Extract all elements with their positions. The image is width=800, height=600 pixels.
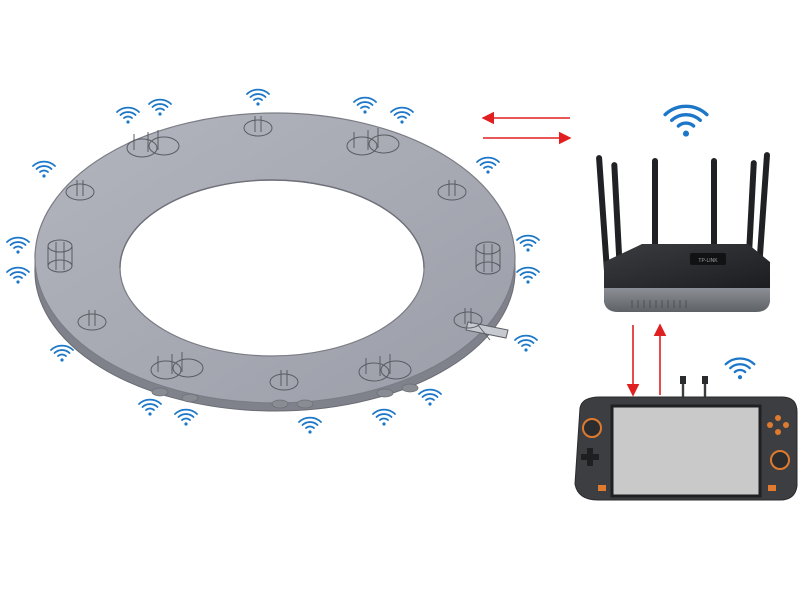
wifi-icon (514, 334, 538, 352)
ring-feet (151, 383, 419, 409)
antenna (596, 155, 610, 273)
sensor (243, 116, 273, 137)
wifi-icon (663, 104, 709, 137)
wifi-icon (6, 236, 30, 254)
handheld-controller (574, 376, 798, 501)
wifi-icon (372, 408, 396, 426)
wifi-icon (476, 156, 500, 174)
wifi-icon (138, 398, 162, 416)
wifi-icon (516, 234, 540, 252)
handheld-screen (610, 404, 762, 498)
antenna (652, 158, 658, 254)
wifi-icon (50, 344, 74, 362)
ring-router-link (481, 111, 572, 145)
router-status-panel (690, 253, 726, 265)
wifi-icon (116, 106, 140, 124)
sensor (77, 310, 107, 331)
wifi-icon (246, 88, 270, 106)
sensor (453, 308, 483, 329)
sensor (437, 180, 467, 201)
sensor (65, 180, 95, 201)
antenna (611, 162, 623, 270)
sensor (358, 354, 412, 382)
wifi-icon (516, 266, 540, 284)
router-handheld-link (626, 323, 667, 397)
antenna (745, 160, 757, 272)
handheld-cables (681, 380, 707, 398)
router-vents (631, 300, 687, 308)
ring-top-face (34, 112, 516, 404)
right-shoulder-accent (768, 485, 776, 491)
sensor-ring-plate (34, 112, 516, 412)
router-antennas (596, 152, 770, 273)
ring-inner-edge (119, 179, 425, 269)
ring-sensors (47, 116, 501, 391)
right-joystick (770, 450, 790, 470)
wifi-icon-group (6, 88, 756, 434)
d-pad (581, 448, 599, 466)
sensor (150, 352, 204, 380)
antenna (711, 158, 717, 254)
sensor (47, 239, 73, 273)
wifi-icon (6, 266, 30, 284)
wifi-icon (32, 160, 56, 178)
wifi-icon (418, 388, 442, 406)
antenna (756, 152, 770, 272)
sensor (269, 370, 299, 391)
wifi-icon (353, 96, 377, 114)
router-top (604, 244, 770, 288)
sensor (126, 130, 180, 158)
wireless-router: TP-LINK (596, 152, 770, 312)
wifi-icon (174, 408, 198, 426)
router-brand-mark: TP-LINK (698, 258, 718, 264)
left-joystick (582, 418, 602, 438)
sensor (475, 241, 501, 275)
sensor (346, 128, 400, 156)
wifi-icon (724, 357, 756, 380)
left-shoulder-accent (598, 485, 606, 491)
face-buttons (767, 415, 789, 435)
wifi-icon (390, 106, 414, 124)
wifi-icon (298, 416, 322, 434)
router-front (604, 288, 770, 312)
wifi-icon (148, 98, 172, 116)
